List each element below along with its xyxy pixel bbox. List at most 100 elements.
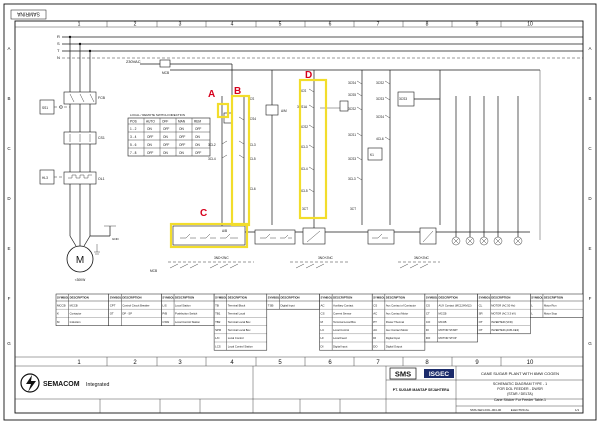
ctrl-tag-2: 3CL2: [208, 143, 216, 147]
drawing-border: [14, 20, 584, 414]
legend-symbol: LF: [321, 336, 325, 340]
legend-description: Aux Contact Motor: [386, 312, 408, 316]
feed-station: [367, 229, 395, 245]
far-tag-3: 4CL6: [376, 137, 384, 141]
ctrl-tag-5: 3CL5: [248, 157, 256, 161]
legend-header-description: DESCRIPTION: [439, 296, 458, 300]
legend-symbol: CS: [321, 312, 325, 316]
direction-table-title: LOCAL / REMOTE SWITCH DIRECTION: [130, 113, 185, 117]
right-tag-5: 3CL3: [348, 177, 356, 181]
dir-h3: MAN: [178, 120, 186, 124]
column-numbers-top: 1 2 3 4 5 6 7 8 9 10: [15, 22, 583, 28]
col-2-bottom: 2: [133, 360, 137, 366]
col-6-bottom: 6: [328, 360, 332, 366]
client-logo-box: [389, 367, 417, 380]
center-tag-1: 3CS1A: [297, 105, 308, 109]
col-9-top: 9: [476, 22, 479, 28]
legend-description: Local Control Station: [228, 344, 253, 348]
dir-r1c1: OFF: [147, 135, 153, 139]
col-8-bottom: 8: [425, 360, 429, 366]
highlight-d: [298, 78, 328, 220]
legend-symbol: MCCB: [57, 303, 66, 307]
legend-header-description: DESCRIPTION: [228, 296, 247, 300]
right-tag-0: 3CS4: [348, 81, 356, 85]
cs1-tag: CS1: [98, 136, 105, 140]
far-tag-0: 3CS2: [376, 81, 384, 85]
dir-h4: REM: [194, 120, 201, 124]
contactor-coil: [302, 218, 326, 245]
legend-description: Motor Run: [544, 303, 557, 307]
legend-column: [213, 293, 268, 351]
legend-symbol: SR: [479, 312, 483, 316]
overload-relay: HL3 OL1: [39, 169, 105, 185]
client-name: PT. SUGAR MANTAP SEJAHTERA: [393, 388, 450, 392]
legend-description: Local Station: [175, 303, 191, 307]
local-station: A/B: [172, 225, 246, 246]
sheet-border: [3, 3, 597, 421]
right-tag-6: 3CT: [350, 207, 356, 211]
col-3-bottom: 3: [178, 360, 182, 366]
feeder-0: 3ND+2NC: [214, 256, 229, 260]
row-a-left: A: [7, 46, 10, 51]
dir-r2c0: 5 - 6: [130, 143, 137, 147]
legend-header-symbol: SYMBOL: [162, 296, 174, 300]
phase-label-t: T: [57, 48, 60, 53]
legend-header-symbol: SYMBOL: [479, 296, 491, 300]
legend-symbol: L: [531, 312, 533, 316]
legend-symbol: AC: [373, 312, 377, 316]
title-block: SEMACOM Integrated SMS PT. SUGAR MANTAP …: [15, 366, 583, 413]
corner-tag: SAMRINA: [16, 11, 39, 17]
legend-symbol: OT: [479, 320, 483, 324]
feeder-bus: 3ND+2NC 3NO+2NC 3NO+2NC MCB: [150, 256, 440, 273]
legend-description: Aux Contact of Contactor: [386, 303, 416, 307]
breaker-tag: FCB: [98, 96, 106, 100]
dir-r0c2: OFF: [163, 127, 169, 131]
drawing-title-0: SCHEMATIC DIAGRAM TYPE - 1: [493, 382, 547, 386]
feeder-tap: GND: [90, 225, 120, 241]
far-tag-2: 3CS4: [376, 115, 384, 119]
right-tag-2: 3CS2: [348, 107, 356, 111]
legend-description: Terminal Local Box: [228, 328, 251, 332]
ctrl-tag-1: 3CS4: [248, 117, 256, 121]
ctrl-tag-3: 3CL3: [248, 143, 256, 147]
legend-header-description: DESCRIPTION: [491, 296, 510, 300]
center-column: 3CS 3CS1A 3CS2 3CL3 3CL4 3CL5 3CT: [297, 70, 349, 218]
legend-symbol: AC: [373, 328, 377, 332]
col-3-top: 3: [179, 22, 182, 28]
company-suffix: Integrated: [86, 382, 109, 388]
dir-r3c1: OFF: [147, 151, 153, 155]
supply-label: 230VAC: [126, 59, 141, 64]
legend-column: [477, 293, 531, 335]
dir-r0c0: 1 - 2: [130, 127, 137, 131]
dir-r3c2: ON: [163, 151, 168, 155]
dept-label: ELECTRICAL: [511, 408, 530, 412]
legend-description: INVERTER (ACB-CE3): [491, 328, 519, 332]
legend-symbol: LCS: [215, 344, 221, 348]
contractor-logo-box: [424, 369, 454, 378]
main-contactor: CS1: [63, 131, 105, 145]
dir-r2c1: ON: [147, 143, 152, 147]
legend-column: [371, 293, 426, 351]
legend-symbol: CSW: [162, 320, 169, 324]
dir-h1: AUTO: [146, 120, 155, 124]
row-f-right: F: [589, 296, 592, 301]
dir-r1c4: ON: [195, 135, 200, 139]
center-tag-3: 3CL3: [300, 145, 308, 149]
dir-h2: OFF: [162, 120, 168, 124]
legend-description: Contactor: [70, 312, 82, 316]
row-d-left: D: [7, 196, 11, 201]
row-g-right: G: [588, 341, 592, 346]
legend-symbol: OT: [110, 312, 114, 316]
legend-symbol: TSB: [268, 303, 274, 307]
legend-header-description: DESCRIPTION: [70, 296, 89, 300]
legend-header-description: DESCRIPTION: [544, 296, 563, 300]
aux-relay: A/M: [265, 70, 287, 225]
drawing-title-2: (STAR / DELTA): [507, 392, 533, 396]
legend-description: MOTOR (AC 3.3 kV): [491, 312, 516, 316]
project-title: CANE SUGAR PLANT WITH 6MW COGEN: [481, 371, 559, 376]
legend-header-symbol: SYMBOL: [531, 296, 543, 300]
legend-column: [424, 293, 478, 343]
supply-mcb: MCB: [162, 71, 169, 75]
